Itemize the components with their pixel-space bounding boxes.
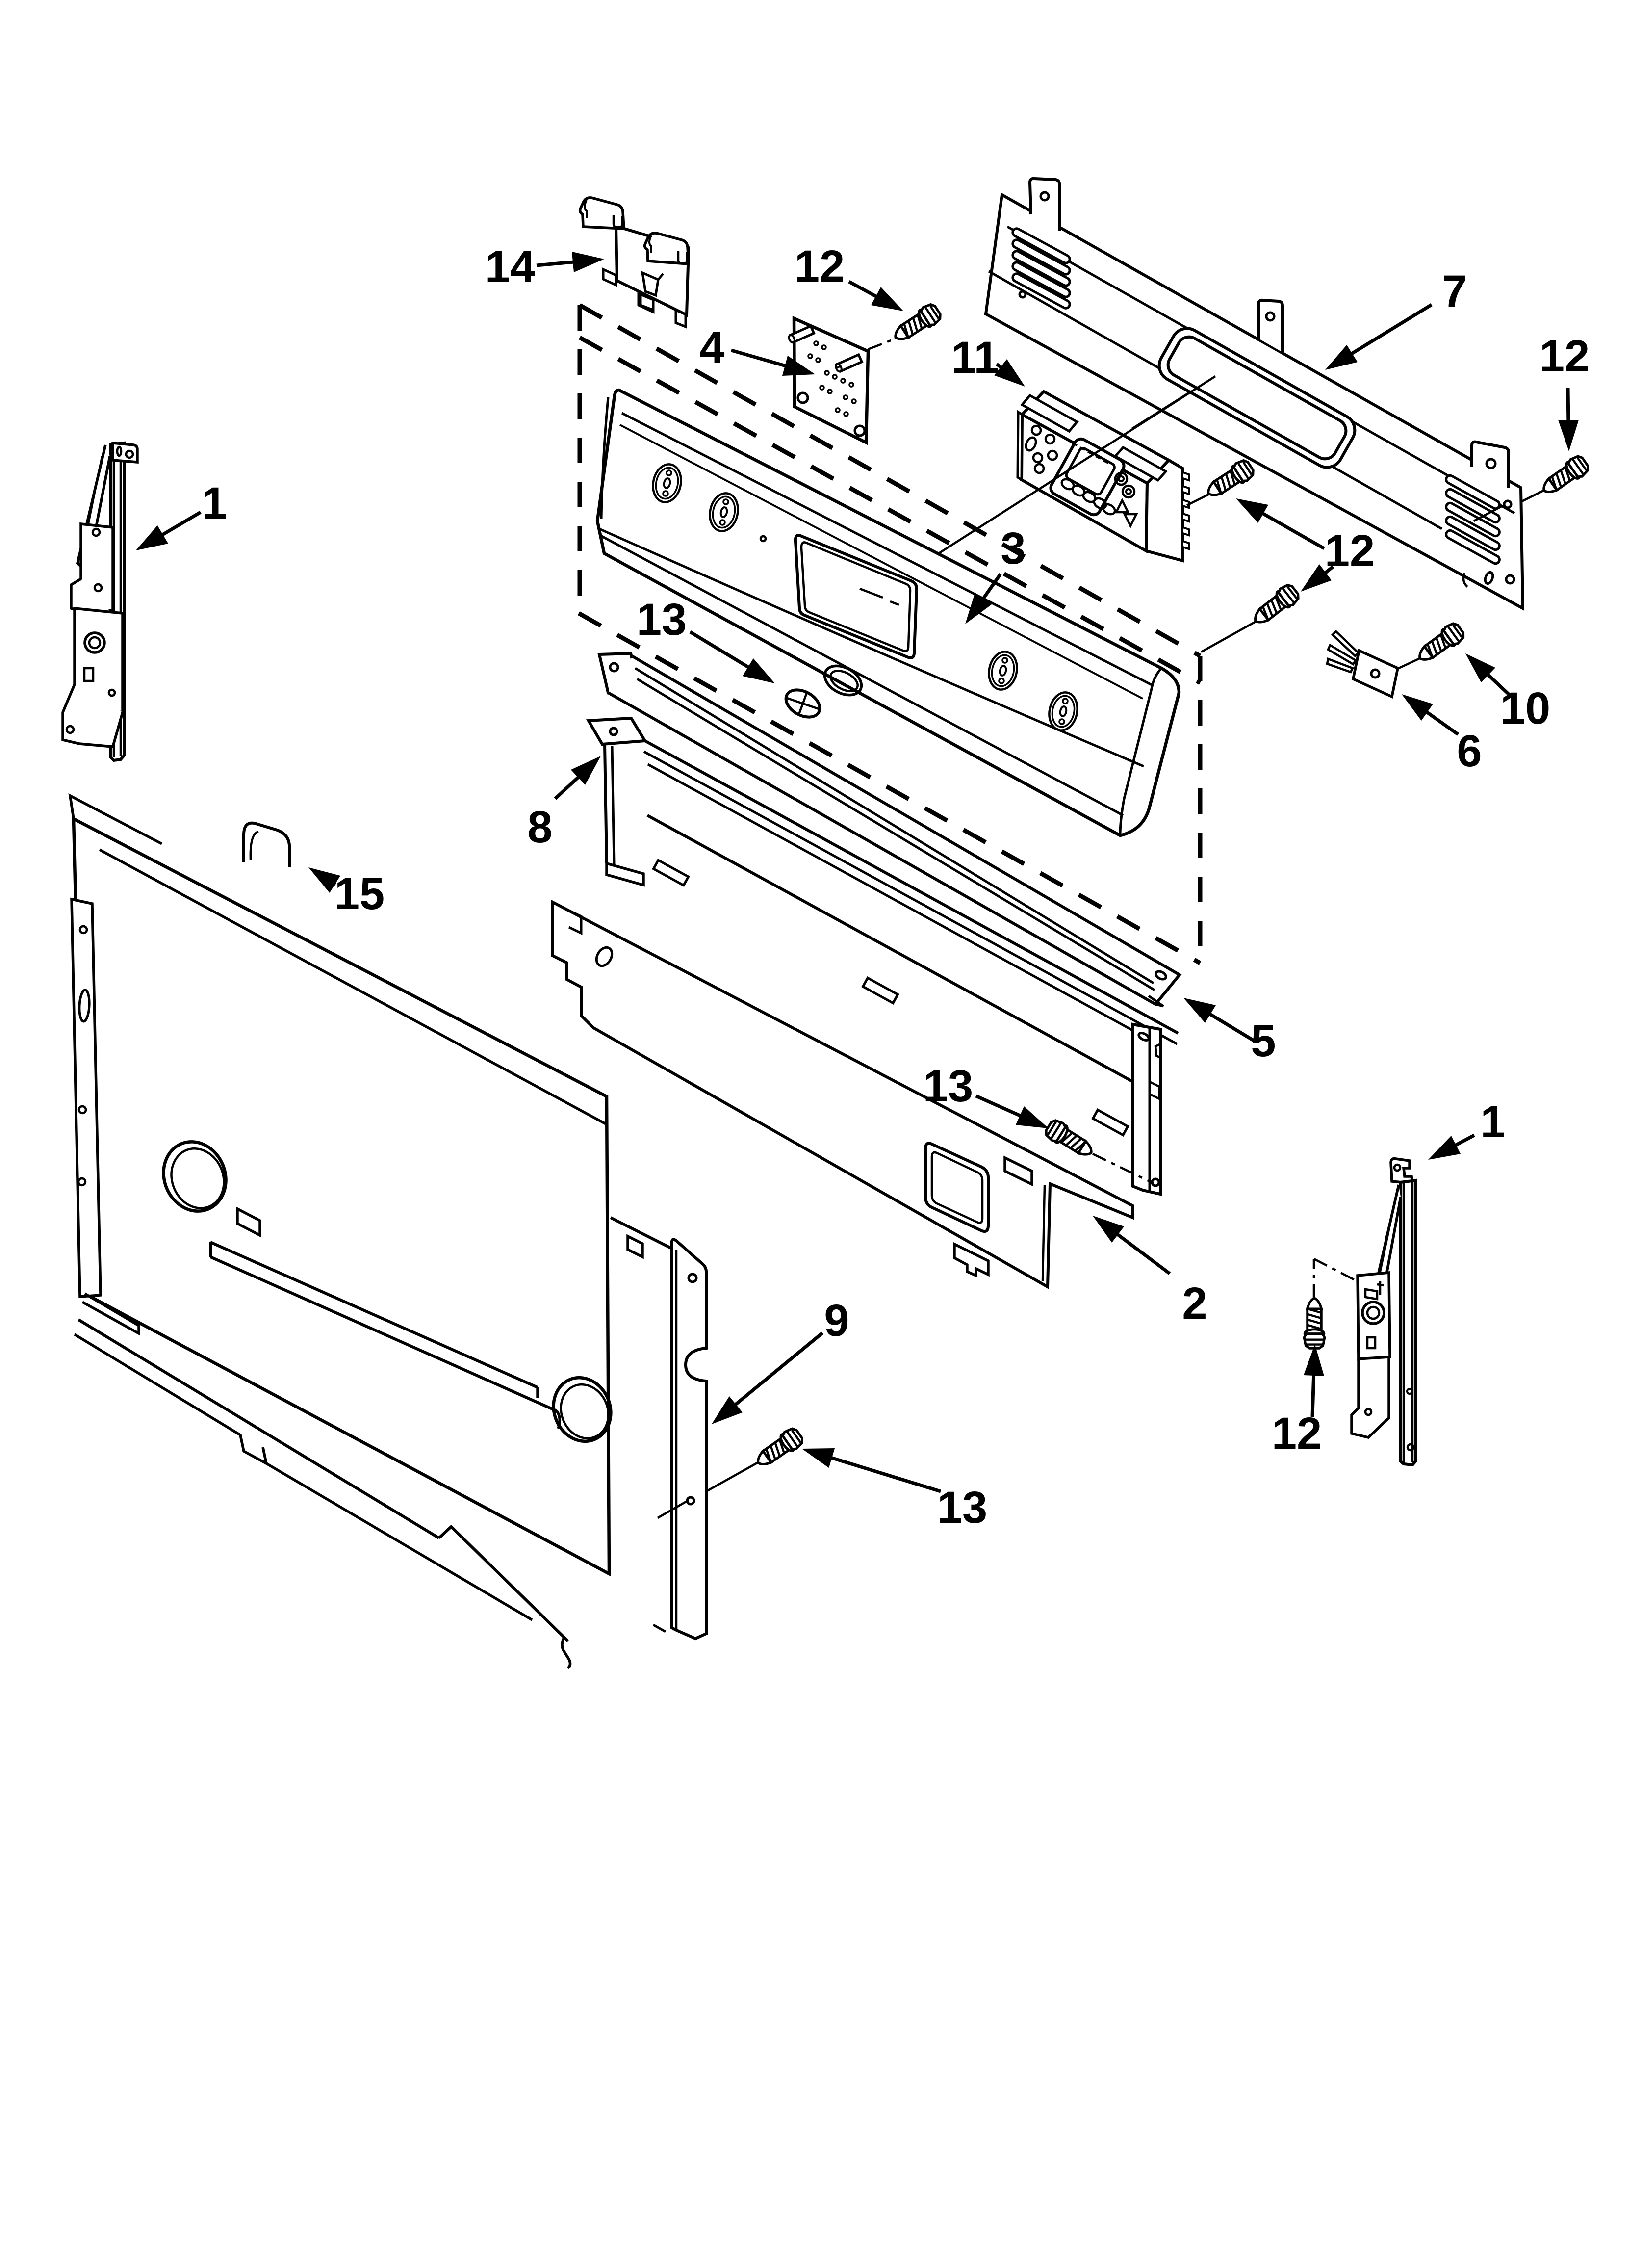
svg-text:12: 12: [1325, 526, 1375, 576]
svg-text:1: 1: [202, 478, 227, 528]
svg-text:6: 6: [1457, 726, 1482, 776]
svg-text:11: 11: [951, 333, 999, 383]
svg-text:5: 5: [1251, 1016, 1276, 1066]
svg-text:13: 13: [923, 1061, 973, 1111]
svg-text:10: 10: [1500, 683, 1550, 733]
svg-text:1: 1: [1480, 1097, 1505, 1147]
svg-text:12: 12: [1272, 1408, 1322, 1459]
svg-text:4: 4: [699, 323, 724, 373]
svg-text:13: 13: [937, 1483, 987, 1533]
svg-text:13: 13: [637, 595, 687, 645]
svg-text:9: 9: [824, 1296, 849, 1346]
svg-text:8: 8: [527, 802, 552, 852]
svg-text:7: 7: [1442, 266, 1467, 316]
svg-text:2: 2: [1182, 1278, 1207, 1329]
svg-text:3: 3: [1001, 523, 1026, 574]
svg-text:12: 12: [795, 241, 845, 291]
svg-text:15: 15: [334, 869, 385, 919]
svg-text:14: 14: [485, 242, 535, 292]
svg-text:12: 12: [1539, 331, 1590, 381]
